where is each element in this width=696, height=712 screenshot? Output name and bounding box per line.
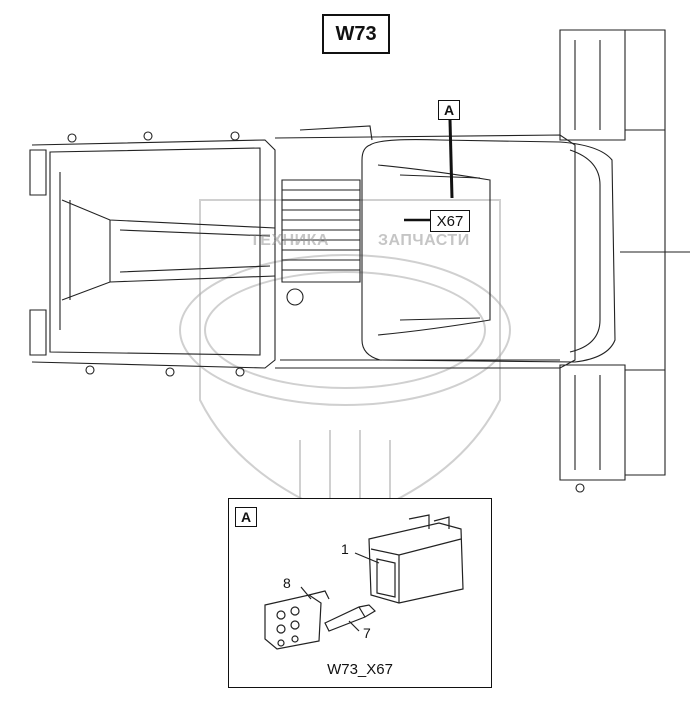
- cab-hood: [361, 139, 616, 363]
- left-frame: [29, 131, 276, 377]
- watermark-right-text: ЗАПЧАСТИ: [378, 232, 470, 249]
- right-header: [559, 29, 690, 493]
- connector-parts-drawing: [264, 514, 464, 650]
- callout-7-leader: [348, 620, 360, 632]
- view-a-label: A: [438, 100, 460, 120]
- callout-1: 1: [341, 541, 349, 557]
- view-a-leader: [448, 119, 454, 199]
- center-body: [274, 125, 576, 369]
- detail-caption: W73_X67: [327, 661, 393, 678]
- connector-housing: [368, 514, 464, 604]
- callout-8-leader: [300, 586, 312, 600]
- callout-8: 8: [283, 575, 291, 591]
- callout-1-leader: [354, 552, 380, 564]
- callout-7: 7: [363, 625, 371, 641]
- diagram-title: W73: [322, 14, 390, 54]
- connector-x67-label: X67: [430, 210, 470, 232]
- wedge-lock: [264, 590, 330, 650]
- detail-a-panel: A: [228, 498, 492, 688]
- watermark-left-text: ТЕХНИКА: [250, 232, 329, 249]
- detail-a-label: A: [235, 507, 257, 527]
- terminal-pin: [324, 604, 376, 632]
